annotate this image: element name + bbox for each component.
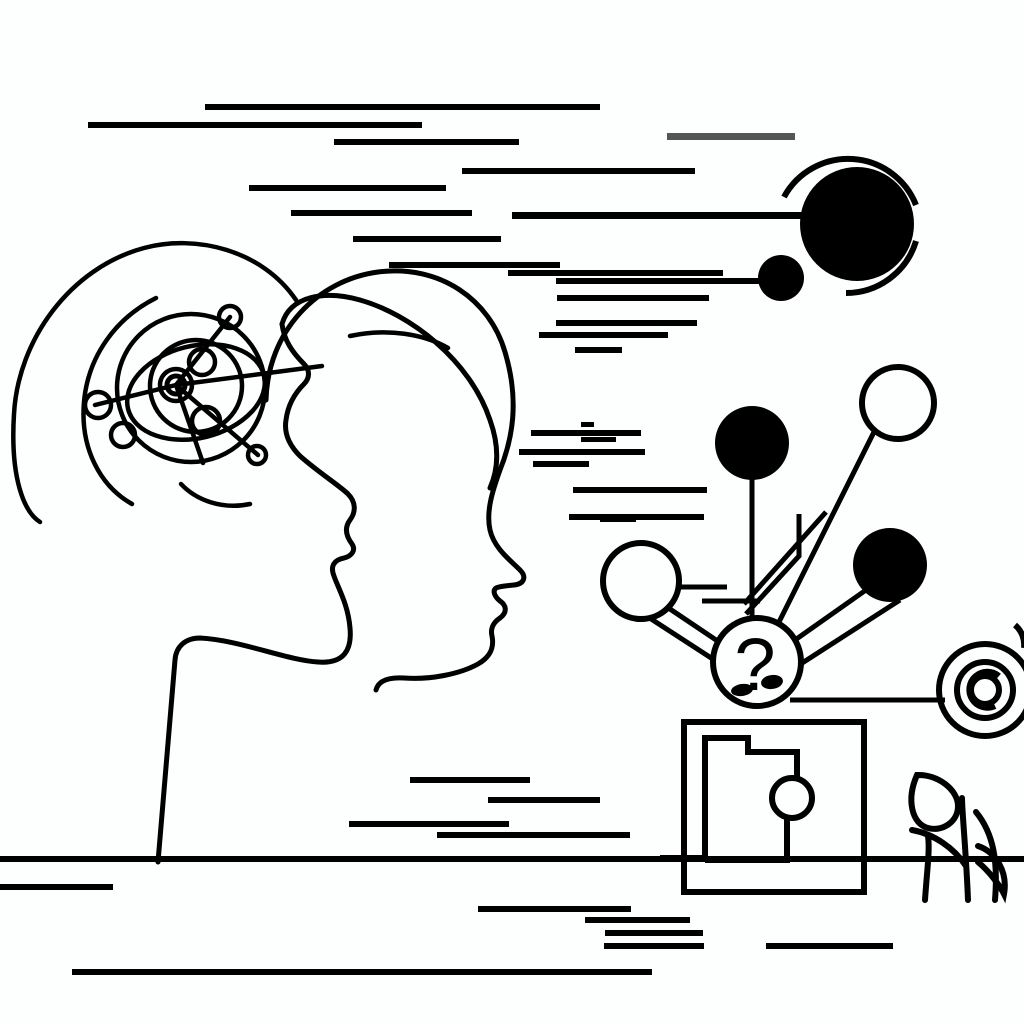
front-head-crown [279,293,500,491]
outer-spiral-arc [11,240,299,525]
hub-dot-right [761,674,783,690]
text-line-bar [667,133,795,140]
target-edge-arc [1012,622,1024,648]
plant-sprout [908,772,1008,904]
orbit-spoke-c [173,382,206,466]
text-line-bar [569,514,704,520]
text-line-bar [581,422,594,427]
back-head-profile [263,268,527,693]
text-line-bar [556,320,697,326]
text-line-bar [531,430,641,436]
text-line-bar [600,516,636,522]
text-line-bar [488,797,600,803]
network-node-outline-left [600,540,682,622]
network-node-outline-upper-right [859,364,937,442]
head-profiles [155,268,527,865]
orbit-hub-inner [164,373,188,397]
orbit-node-6 [245,443,269,467]
network-cluster: ? [600,364,937,709]
circuit-square-outer [681,719,867,895]
big-circle-group [512,155,919,301]
text-line-bar [605,930,703,936]
orbit-spoke-a [173,363,325,388]
circuit-diag-trace [742,510,828,606]
text-line-bar [462,168,695,174]
network-node-filled-top [715,406,789,480]
edge-hub-to-upper-right-node [767,430,877,642]
text-line-bar [573,487,707,493]
text-line-bar [389,262,560,268]
plant-stem-main [959,795,971,903]
plant-stem-right [973,809,999,903]
target-group [790,622,1024,739]
text-line-bar [604,943,704,949]
small-filled-circle [758,255,804,301]
orbit-node-3 [189,404,223,438]
broken-ring-arc-top [781,155,919,207]
target-ring-outer [936,641,1024,739]
orbit-node-1 [216,303,244,331]
text-line-bar [72,969,652,975]
orbit-node-4 [82,389,114,421]
circuit-elbow-trace [744,514,802,616]
brain-orbit-motif [11,240,325,525]
network-node-filled-right [853,528,927,602]
text-line-bar [478,906,631,912]
orbit-hub-outer [157,366,195,404]
text-line-bar [0,884,113,890]
circuit-port-circle [769,775,815,821]
text-line-bar [88,122,422,128]
text-line-bar [291,210,472,216]
text-line-bar [353,236,501,242]
hub-dot-left [731,683,753,697]
circuit-square-inner-trace [702,735,800,860]
plant-leaf-upper [908,772,962,832]
front-head-profile [155,321,357,865]
text-line-bar [557,295,709,301]
orbit-arc-lower [178,481,253,508]
text-line-bar [585,917,690,923]
text-line-bar [410,777,530,783]
target-spiral-tail [966,668,1001,711]
text-line-bar [766,943,893,949]
orbit-node-5 [108,420,138,450]
plant-leaf-lower [975,843,1008,904]
text-line-bar [437,832,630,838]
broken-ring-arc-bottom [845,240,919,297]
big-filled-circle [800,167,914,281]
text-line-bar [533,461,589,467]
orbit-node-2 [186,346,218,378]
text-line-bar [575,347,622,353]
text-line-bar [349,821,509,827]
text-line-bar [334,139,519,145]
text-line-bar [508,270,723,276]
text-line-bar [205,104,600,110]
text-line-bar [581,437,616,442]
text-line-bar [539,332,668,338]
text-line-bar [249,185,446,191]
target-ring-middle [954,659,1016,721]
text-line-bar [519,449,645,455]
plant-stem-left [922,833,932,903]
